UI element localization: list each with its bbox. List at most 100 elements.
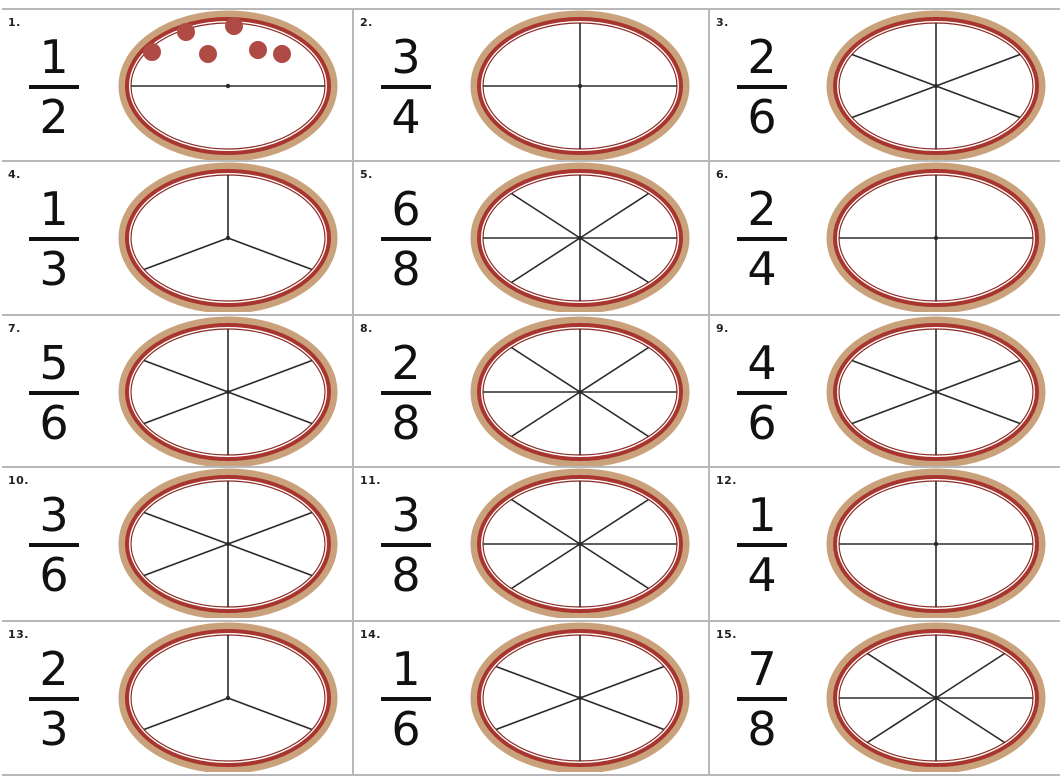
problem-number: 13.: [8, 628, 29, 641]
problem-cell-5: 5. 6 8: [354, 162, 710, 316]
pizza-diagram[interactable]: [112, 10, 344, 160]
pizza-diagram[interactable]: [464, 622, 696, 772]
center-dot: [934, 84, 938, 88]
pizza-diagram[interactable]: [464, 10, 696, 160]
pizza-diagram[interactable]: [112, 468, 344, 618]
problem-cell-9: 9. 4 6: [710, 316, 1060, 468]
numerator: 3: [372, 490, 440, 540]
problem-cell-11: 11. 3 8: [354, 468, 710, 622]
fraction: 1 2: [20, 32, 88, 144]
problem-cell-8: 8. 2 8: [354, 316, 710, 468]
center-dot: [226, 542, 230, 546]
problem-number: 14.: [360, 628, 381, 641]
pizza-diagram[interactable]: [464, 468, 696, 618]
numerator: 1: [372, 644, 440, 694]
numerator: 3: [372, 32, 440, 82]
denominator: 6: [728, 92, 796, 142]
pepperoni-topping: [249, 41, 267, 59]
problem-number: 4.: [8, 168, 21, 181]
problem-cell-15: 15. 7 8: [710, 622, 1060, 774]
fraction-bar: [737, 543, 787, 547]
numerator: 4: [728, 338, 796, 388]
numerator: 1: [20, 32, 88, 82]
fraction-bar: [381, 237, 431, 241]
fraction-pizza-worksheet: 1. 1 2 2. 3 4 3. 2 6 4. 1 3: [2, 8, 1060, 776]
center-dot: [226, 236, 230, 240]
pizza-diagram[interactable]: [820, 316, 1052, 466]
numerator: 6: [372, 184, 440, 234]
center-dot: [226, 84, 230, 88]
fraction-bar: [29, 391, 79, 395]
fraction-bar: [737, 391, 787, 395]
numerator: 1: [728, 490, 796, 540]
problem-number: 12.: [716, 474, 737, 487]
center-dot: [578, 390, 582, 394]
denominator: 6: [372, 704, 440, 754]
fraction: 2 6: [728, 32, 796, 144]
pizza-diagram[interactable]: [464, 316, 696, 466]
center-dot: [578, 236, 582, 240]
pizza-diagram[interactable]: [820, 10, 1052, 160]
denominator: 8: [728, 704, 796, 754]
problem-cell-2: 2. 3 4: [354, 10, 710, 162]
problem-cell-3: 3. 2 6: [710, 10, 1060, 162]
problem-cell-14: 14. 1 6: [354, 622, 710, 774]
fraction: 7 8: [728, 644, 796, 756]
fraction: 2 4: [728, 184, 796, 296]
problem-cell-13: 13. 2 3: [2, 622, 354, 774]
denominator: 6: [728, 398, 796, 448]
fraction-bar: [737, 237, 787, 241]
center-dot: [934, 696, 938, 700]
fraction-bar: [29, 85, 79, 89]
pepperoni-topping: [199, 45, 217, 63]
pizza-diagram[interactable]: [820, 468, 1052, 618]
center-dot: [578, 696, 582, 700]
pizza-diagram[interactable]: [112, 316, 344, 466]
numerator: 2: [372, 338, 440, 388]
numerator: 2: [20, 644, 88, 694]
fraction: 1 3: [20, 184, 88, 296]
pizza-diagram[interactable]: [464, 162, 696, 312]
denominator: 8: [372, 398, 440, 448]
center-dot: [578, 542, 582, 546]
numerator: 1: [20, 184, 88, 234]
problem-number: 1.: [8, 16, 21, 29]
fraction-bar: [29, 543, 79, 547]
numerator: 7: [728, 644, 796, 694]
numerator: 3: [20, 490, 88, 540]
fraction-bar: [381, 391, 431, 395]
fraction-bar: [381, 543, 431, 547]
problem-cell-7: 7. 5 6: [2, 316, 354, 468]
pepperoni-topping: [177, 23, 195, 41]
fraction-bar: [381, 85, 431, 89]
center-dot: [934, 542, 938, 546]
problem-number: 7.: [8, 322, 21, 335]
denominator: 4: [372, 92, 440, 142]
fraction: 2 3: [20, 644, 88, 756]
pizza-diagram[interactable]: [112, 162, 344, 312]
problem-number: 9.: [716, 322, 729, 335]
problem-number: 2.: [360, 16, 373, 29]
pizza-diagram[interactable]: [112, 622, 344, 772]
pizza-diagram[interactable]: [820, 622, 1052, 772]
fraction: 2 8: [372, 338, 440, 450]
problem-cell-12: 12. 1 4: [710, 468, 1060, 622]
center-dot: [226, 696, 230, 700]
problem-number: 5.: [360, 168, 373, 181]
fraction-bar: [29, 697, 79, 701]
pepperoni-topping: [273, 45, 291, 63]
denominator: 4: [728, 244, 796, 294]
problem-number: 11.: [360, 474, 381, 487]
fraction-bar: [381, 697, 431, 701]
pepperoni-topping: [225, 17, 243, 35]
fraction: 5 6: [20, 338, 88, 450]
center-dot: [934, 390, 938, 394]
fraction: 3 4: [372, 32, 440, 144]
pizza-diagram[interactable]: [820, 162, 1052, 312]
problem-cell-1: 1. 1 2: [2, 10, 354, 162]
denominator: 6: [20, 398, 88, 448]
fraction: 3 6: [20, 490, 88, 602]
pepperoni-topping: [143, 43, 161, 61]
problem-cell-4: 4. 1 3: [2, 162, 354, 316]
problem-number: 15.: [716, 628, 737, 641]
